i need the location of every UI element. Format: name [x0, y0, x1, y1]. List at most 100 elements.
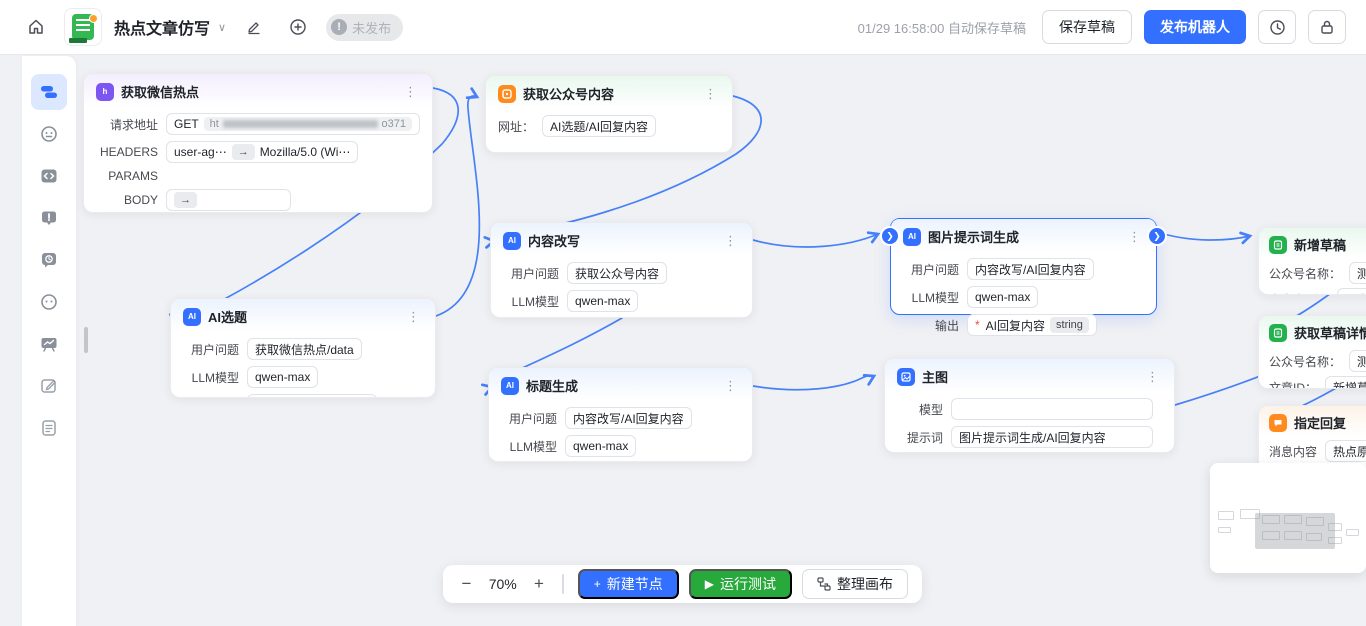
lock-icon	[1321, 20, 1333, 34]
exclamation-icon: !	[331, 19, 348, 35]
node-ai-topic[interactable]: AI AI选题 ⋮ 用户问题 获取微信热点/data LLM模型 qwen-ma…	[170, 298, 436, 398]
sidebar-item-bot[interactable]	[31, 284, 67, 320]
app-icon[interactable]	[64, 8, 102, 46]
kebab-menu-icon[interactable]: ⋮	[704, 85, 717, 101]
field-label: 消息内容	[1269, 444, 1318, 459]
node-title: 图片提示词生成	[928, 230, 1020, 245]
field-label: 用户问题	[190, 342, 239, 357]
kebab-menu-icon[interactable]: ⋮	[1146, 368, 1159, 384]
sidebar-item-workflow[interactable]	[31, 74, 67, 110]
add-button[interactable]	[282, 11, 314, 43]
save-draft-button[interactable]: 保存草稿	[1042, 10, 1132, 44]
value-chip[interactable]: 获取公众号内容	[567, 262, 668, 284]
sidebar-item-docs[interactable]	[31, 410, 67, 446]
status-badge-label: 未发布	[352, 20, 392, 36]
kebab-menu-icon[interactable]: ⋮	[1128, 228, 1141, 244]
history-button[interactable]	[1258, 10, 1296, 44]
field-label: PARAMS	[108, 169, 158, 183]
prompt-input[interactable]: 图片提示词生成/AI回复内容	[951, 426, 1153, 448]
model-chip[interactable]: qwen-max	[565, 435, 637, 457]
node-get-mp-content[interactable]: 获取公众号内容 ⋮ 网址： AI选题/AI回复内容	[485, 75, 733, 153]
node-main-image[interactable]: 主图 ⋮ 模型 提示词 图片提示词生成/AI回复内容 输出 msgstring …	[884, 358, 1175, 453]
model-chip[interactable]: qwen-max	[567, 290, 639, 312]
new-node-button[interactable]: + 新建节点	[577, 569, 679, 599]
value-chip[interactable]: 新增草稿/data/	[1325, 376, 1366, 388]
value-chip[interactable]: 测试公众号	[1349, 262, 1366, 284]
node-content-rewrite[interactable]: AI 内容改写 ⋮ 用户问题 获取公众号内容 LLM模型 qwen-max 输出…	[490, 222, 753, 318]
model-chip[interactable]: qwen-max	[967, 286, 1039, 308]
field-label: 用户问题	[508, 411, 557, 426]
sidebar-item-warnings[interactable]	[31, 200, 67, 236]
sidebar-item-code[interactable]	[31, 158, 67, 194]
node-specified-reply[interactable]: 指定回复 消息内容 热点原文：	[1258, 405, 1366, 471]
minimap-node	[1218, 527, 1231, 533]
kebab-menu-icon[interactable]: ⋮	[724, 232, 737, 248]
value-chip[interactable]: 测试公众号	[1349, 350, 1366, 372]
minimap-node	[1218, 511, 1234, 520]
body-chip[interactable]: →	[166, 189, 291, 211]
field-label: 模型	[918, 402, 943, 417]
left-sidebar	[22, 56, 76, 626]
status-badge: ! 未发布	[326, 13, 404, 41]
minimap[interactable]	[1210, 463, 1366, 573]
sidebar-item-message-history[interactable]	[31, 242, 67, 278]
image-node-icon	[897, 367, 915, 386]
redaction-bar	[222, 120, 378, 128]
node-title: 获取微信热点	[121, 85, 200, 100]
value-chip[interactable]: 内容改写/AI回复内容	[967, 258, 1094, 280]
chevron-down-icon[interactable]: ∨	[218, 21, 227, 34]
arrange-canvas-button[interactable]: 整理画布	[802, 569, 908, 599]
sidebar-item-compose[interactable]	[31, 368, 67, 404]
plus-icon: +	[593, 577, 601, 591]
type-tag: string	[1050, 317, 1089, 333]
node-title-generate[interactable]: AI 标题生成 ⋮ 用户问题 内容改写/AI回复内容 LLM模型 qwen-ma…	[488, 367, 753, 462]
zoom-in-button[interactable]: +	[534, 574, 544, 593]
draft-node-icon	[1269, 323, 1287, 342]
minimap-viewport[interactable]	[1255, 513, 1335, 549]
model-input[interactable]	[951, 398, 1153, 420]
app-doc-glyph	[72, 14, 94, 40]
value-chip[interactable]: 图文消息	[1337, 288, 1366, 294]
clock-icon	[1269, 19, 1285, 35]
sidebar-item-agent[interactable]	[31, 116, 67, 152]
output-port[interactable]: ❯	[1149, 228, 1165, 244]
node-title: AI选题	[208, 310, 248, 325]
model-chip[interactable]: qwen-max	[247, 366, 319, 388]
headers-chip[interactable]: user-ag⋯ → Mozilla/5.0 (Wi⋯	[166, 141, 359, 163]
sidebar-item-analytics[interactable]	[31, 326, 67, 362]
kebab-menu-icon[interactable]: ⋮	[407, 308, 420, 324]
edit-title-button[interactable]	[238, 11, 270, 43]
autosave-status: 01/29 16:58:00 自动保存草稿	[857, 20, 1026, 36]
canvas-scrollbar-thumb[interactable]	[84, 327, 88, 353]
field-label: 文章ID：	[1269, 380, 1318, 389]
play-icon: ▶	[704, 577, 714, 591]
value-chip[interactable]: 获取微信热点/data	[247, 338, 362, 360]
value-chip[interactable]: 内容改写/AI回复内容	[565, 407, 692, 429]
home-button[interactable]	[20, 11, 52, 43]
field-label: 用户问题	[510, 266, 559, 281]
compose-icon	[41, 379, 56, 393]
node-title: 获取草稿详情（	[1294, 326, 1366, 341]
lock-button[interactable]	[1308, 10, 1346, 44]
field-label: 网址：	[498, 119, 535, 134]
zoom-out-button[interactable]: −	[461, 574, 472, 593]
node-title: 内容改写	[528, 234, 581, 249]
value-chip[interactable]: AI选题/AI回复内容	[542, 115, 657, 137]
kebab-menu-icon[interactable]: ⋮	[404, 83, 417, 99]
node-image-prompt-generate[interactable]: ❯ ❯ AI 图片提示词生成 ⋮ 用户问题 内容改写/AI回复内容 LLM模型 …	[882, 218, 1165, 336]
kebab-menu-icon[interactable]: ⋮	[724, 377, 737, 393]
canvas-toolbar: − 70% + + 新建节点 ▶ 运行测试 整理画布	[443, 565, 922, 603]
publish-bot-button[interactable]: 发布机器人	[1144, 10, 1246, 44]
node-get-draft-detail[interactable]: 获取草稿详情（ 公众号名称： 测试公众号 文章ID： 新增草稿/data/	[1258, 315, 1366, 389]
run-test-button[interactable]: ▶ 运行测试	[688, 569, 792, 599]
minimap-node	[1284, 515, 1302, 524]
value-chip[interactable]: 热点原文：	[1325, 440, 1366, 462]
pencil-icon	[248, 22, 260, 35]
input-port[interactable]: ❯	[882, 228, 898, 244]
node-new-draft[interactable]: 新增草稿 公众号名称： 测试公众号 文章类型： 图文消息	[1258, 227, 1366, 295]
